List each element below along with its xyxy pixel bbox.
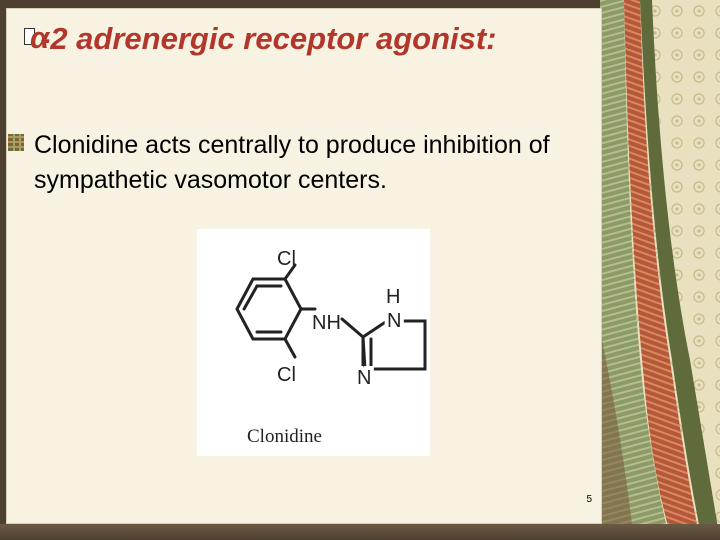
atom-cl-top: Cl (277, 248, 296, 270)
striped-square-bullet-icon (8, 134, 24, 151)
decorative-drape-graphic (600, 0, 720, 540)
missing-glyph-box-icon: α (22, 20, 49, 55)
clonidine-structure-figure: Cl Cl NH H N N N N Clonidine (197, 229, 430, 456)
title-text: -2 adrenergic receptor agonist: (40, 21, 497, 56)
atom-n-bottom: N (357, 367, 371, 389)
structure-bonds (235, 263, 427, 371)
atom-cl-bottom: Cl (277, 364, 296, 386)
atom-n-top-halo: N (387, 310, 401, 332)
page-number: 5 (586, 494, 592, 505)
bullet-text: Clonidine acts centrally to produce inhi… (34, 131, 550, 194)
atom-nh: NH (312, 312, 341, 334)
slide-title: α-2 adrenergic receptor agonist: (22, 20, 592, 58)
atom-h: H (386, 286, 400, 308)
atom-n-bottom-halo: N (357, 367, 371, 389)
slide-bottom-band (0, 524, 720, 540)
atom-n-top: N (387, 310, 401, 332)
title-greek-alpha: α (30, 20, 50, 55)
structure-caption: Clonidine (247, 426, 322, 447)
decorative-side-panel (600, 0, 720, 540)
